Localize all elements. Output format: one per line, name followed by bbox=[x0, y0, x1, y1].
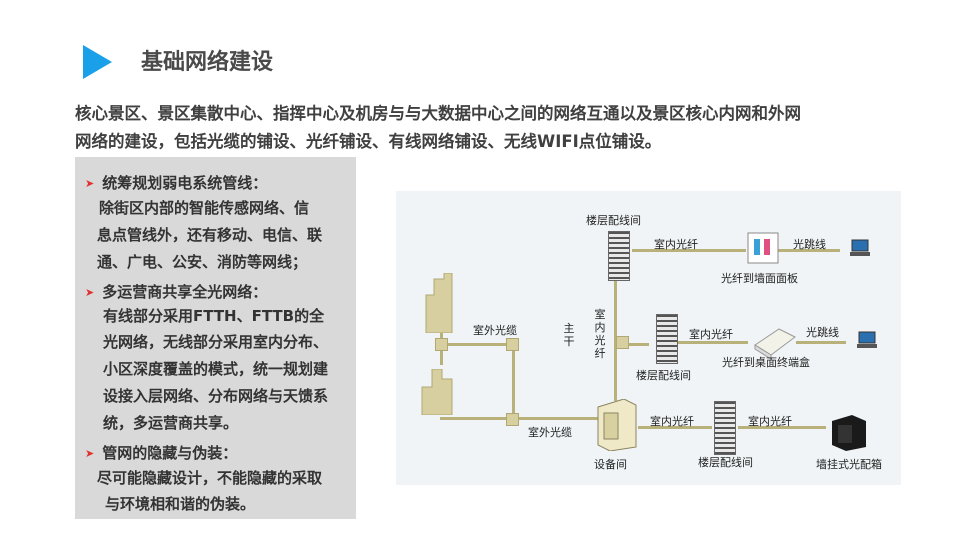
connector-line bbox=[632, 249, 746, 252]
trunk-line bbox=[614, 256, 617, 401]
bullet-arrow-icon: ➤ bbox=[85, 177, 95, 190]
section-2-line-3: 小区深度覆盖的模式，统一规划建 bbox=[103, 360, 329, 378]
wall-panel-icon bbox=[747, 232, 779, 264]
label-indoor-fiber-vertical: 室内光纤 bbox=[594, 308, 606, 360]
section-heading-1: ➤统筹规划弱电系统管线： bbox=[85, 174, 268, 192]
label-wall-box: 墙挂式光配箱 bbox=[816, 458, 882, 471]
connector-line bbox=[778, 249, 840, 252]
label-indoor-fiber-4: 室内光纤 bbox=[748, 415, 792, 428]
junction-node bbox=[506, 413, 519, 426]
intro-line-1: 核心景区、景区集散中心、指挥中心及机房与与大数据中心之间的网络互通以及景区核心内… bbox=[75, 104, 801, 123]
section-3-line-1: 尽可能隐藏设计，不能隐藏的采取 bbox=[97, 469, 323, 487]
wall-box-icon bbox=[832, 415, 866, 451]
label-desk-box: 光纤到桌面终端盒 bbox=[722, 356, 810, 369]
label-floor-rack-mid: 楼层配线间 bbox=[636, 369, 691, 382]
section-1-line-1: 除街区内部的智能传感网络、信 bbox=[99, 199, 310, 217]
label-equipment-room: 设备间 bbox=[594, 458, 627, 471]
floor-rack-icon bbox=[656, 314, 678, 364]
connector-line bbox=[738, 426, 826, 429]
label-patch-cord-2: 光跳线 bbox=[806, 326, 839, 339]
section-heading-2: ➤多运营商共享全光网络： bbox=[85, 283, 268, 301]
label-outdoor-cable-2: 室外光缆 bbox=[528, 426, 572, 439]
network-diagram: 楼层配线间 室内光纤 光跳线 光纤到墙面面板 室外光缆 主干 室内光纤 室内光纤… bbox=[396, 191, 901, 485]
bullet-arrow-icon: ➤ bbox=[85, 286, 95, 299]
building-icon bbox=[425, 273, 453, 333]
page-title: 基础网络建设 bbox=[141, 50, 274, 75]
label-patch-cord-1: 光跳线 bbox=[793, 238, 826, 251]
computer-icon bbox=[850, 239, 870, 256]
intro-text: 核心景区、景区集散中心、指挥中心及机房与与大数据中心之间的网络互通以及景区核心内… bbox=[75, 100, 905, 156]
section-2-line-5: 统，多运营商共享。 bbox=[103, 414, 239, 432]
section-2-line-2: 光网络，无线部分采用室内分布、 bbox=[103, 333, 329, 351]
section-2-line-4: 设接入层网络、分布网络与天馈系 bbox=[103, 387, 329, 405]
connector-line bbox=[440, 343, 512, 346]
floor-rack-icon bbox=[608, 231, 630, 281]
label-indoor-fiber-3: 室内光纤 bbox=[650, 415, 694, 428]
section-2-line-1: 有线部分采用FTTH、FTTB的全 bbox=[103, 307, 325, 325]
desk-terminal-box-icon bbox=[754, 328, 796, 359]
floor-rack-icon bbox=[714, 401, 736, 455]
connector-line bbox=[440, 417, 603, 420]
label-indoor-fiber-1: 室内光纤 bbox=[654, 238, 698, 251]
connector-line bbox=[796, 341, 846, 344]
building-icon bbox=[421, 369, 453, 415]
label-floor-rack-bottom: 楼层配线间 bbox=[698, 456, 753, 469]
server-icon bbox=[597, 399, 637, 451]
section-3-line-2: 与环境相和谐的伪装。 bbox=[105, 495, 256, 513]
connector-line bbox=[678, 341, 748, 344]
junction-node bbox=[616, 336, 629, 349]
junction-node bbox=[506, 338, 519, 351]
label-outdoor-cable-1: 室外光缆 bbox=[473, 324, 517, 337]
title-arrow-icon bbox=[83, 45, 112, 79]
computer-icon bbox=[857, 331, 877, 348]
connector-line bbox=[512, 343, 515, 418]
label-floor-rack-top: 楼层配线间 bbox=[586, 214, 641, 227]
section-heading-3: ➤管网的隐藏与伪装： bbox=[85, 444, 238, 462]
section-1-line-3: 通、广电、公安、消防等网线； bbox=[97, 253, 308, 271]
intro-line-2: 网络的建设，包括光缆的铺设、光纤铺设、有线网络铺设、无线WIFI点位铺设。 bbox=[75, 132, 662, 151]
info-panel: ➤统筹规划弱电系统管线： 除街区内部的智能传感网络、信 息点管线外，还有移动、电… bbox=[75, 157, 356, 519]
connector-line bbox=[638, 426, 712, 429]
junction-node bbox=[435, 338, 448, 351]
connector-line bbox=[614, 343, 649, 346]
label-trunk: 主干 bbox=[563, 322, 575, 348]
section-1-line-2: 息点管线外，还有移动、电信、联 bbox=[97, 226, 323, 244]
bullet-arrow-icon: ➤ bbox=[85, 447, 95, 460]
label-indoor-fiber-2: 室内光纤 bbox=[689, 328, 733, 341]
label-wall-panel: 光纤到墙面面板 bbox=[721, 272, 798, 285]
